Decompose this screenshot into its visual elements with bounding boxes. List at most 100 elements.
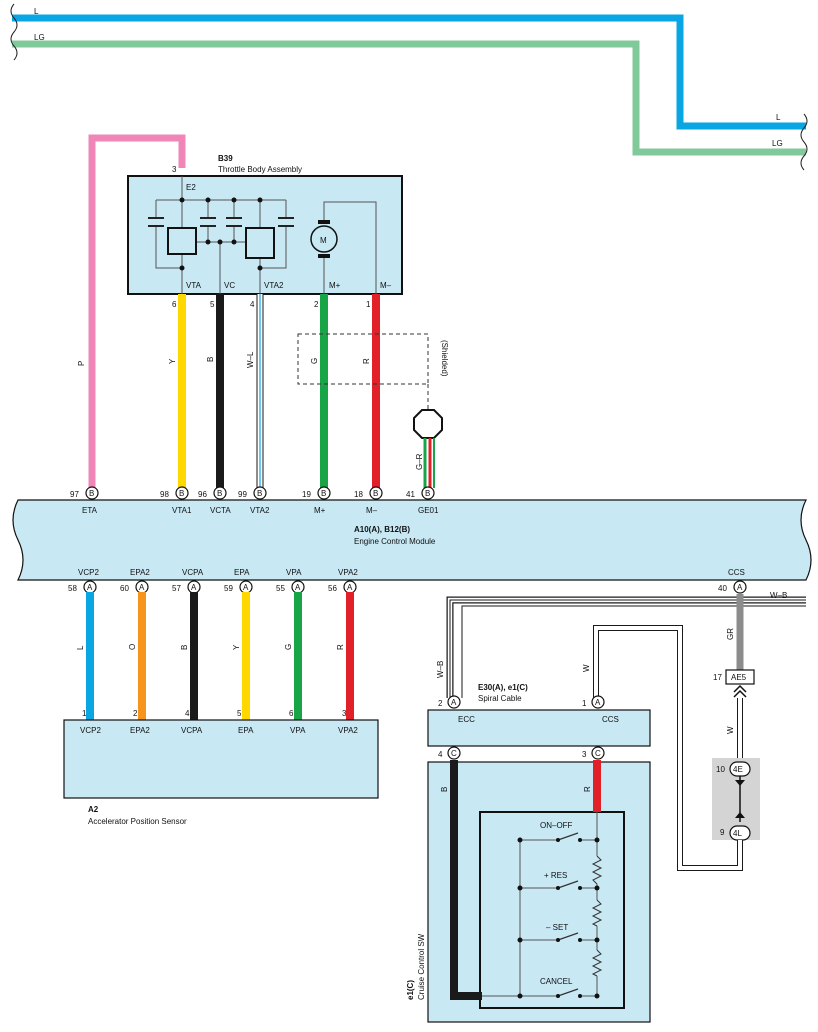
ecm-pin-19-circle xyxy=(317,486,331,500)
throttle-sensor-1 xyxy=(167,227,197,255)
spiral-pin-4-circle xyxy=(447,746,461,760)
pin-vta-number: 6 xyxy=(172,300,177,309)
ecm-pin-56-conn: A xyxy=(347,583,353,592)
shielded-label: (Shielded) xyxy=(440,340,449,377)
spiral-pin-3-conn: C xyxy=(595,749,601,758)
wire-label-wl-vta2: W–L xyxy=(246,351,255,368)
motor-symbol: M xyxy=(310,220,338,258)
spiral-pin-4-conn: C xyxy=(451,749,457,758)
ecm-pin-97-circle xyxy=(85,486,99,500)
ecm-pin-18-number: 18 xyxy=(354,490,363,499)
terminal-vta2: VTA2 xyxy=(264,281,284,290)
accel-pin-epa2-number: 2 xyxy=(133,709,138,718)
wire-p xyxy=(88,134,186,490)
ecm-pin-98-conn: B xyxy=(179,489,184,498)
spiral-pin-3: 3 xyxy=(582,750,587,759)
wire-label-wb-left: W–B xyxy=(436,661,445,678)
spiral-pin-2: 2 xyxy=(438,699,443,708)
ecm-pin-19-number: 19 xyxy=(302,490,311,499)
ecm-pin-41-conn: B xyxy=(425,489,430,498)
junction-dots xyxy=(179,197,263,271)
terminal-e2: E2 xyxy=(186,183,196,192)
ecm-top-pins: B97ETAB98VTA1B96VCTAB99VTA2B19M+B18M–B41… xyxy=(70,486,439,515)
wire-label-w-lower: W xyxy=(726,726,735,734)
ground-splice-octagon xyxy=(413,409,443,439)
ecm-pin-99-circle xyxy=(253,486,267,500)
ecm-pin-98-circle xyxy=(175,486,189,500)
ecm-pin-18-conn: B xyxy=(373,489,378,498)
switch-label-set: – SET xyxy=(546,923,568,932)
ecm-pin-40-number: 40 xyxy=(718,584,727,593)
ecm-pin-99-conn: B xyxy=(257,489,262,498)
accel-sensor-code: A2 xyxy=(88,805,99,814)
junction-4l-label: 4L xyxy=(733,829,742,838)
ecm-pin-60-number: 60 xyxy=(120,584,129,593)
ae5-chevron xyxy=(733,684,747,698)
ecm-pin-41-circle xyxy=(421,486,435,500)
switch-label-cancel: CANCEL xyxy=(540,977,573,986)
ecm-terminal-m: M+ xyxy=(314,506,326,515)
ecm-terminal-epa: EPA xyxy=(234,568,250,577)
wire-label-r-cruise: R xyxy=(583,786,592,792)
throttle-body-box xyxy=(127,175,403,295)
ecm-terminal-ccs: CCS xyxy=(728,568,745,577)
wire-label-r-vpa2: R xyxy=(336,644,345,650)
svg-text:M: M xyxy=(320,236,327,245)
ecm-pin-98-number: 98 xyxy=(160,490,169,499)
accel-term-epa: EPA xyxy=(238,726,254,735)
ecm-terminal-epa2: EPA2 xyxy=(130,568,150,577)
wire-label-lg-right: LG xyxy=(772,139,783,148)
throttle-body-name: Throttle Body Assembly xyxy=(218,165,302,174)
wire-label-l-right: L xyxy=(776,113,781,122)
accel-pin-vcpa-number: 4 xyxy=(185,709,190,718)
wire-label-y-epa: Y xyxy=(232,644,241,650)
ecm-pin-57-number: 57 xyxy=(172,584,181,593)
ecm-pin-99-number: 99 xyxy=(238,490,247,499)
accel-term-epa2: EPA2 xyxy=(130,726,150,735)
spiral-cable-box xyxy=(427,709,651,747)
spiral-term-ecc: ECC xyxy=(458,715,475,724)
wire-label-b-vc: B xyxy=(206,357,215,362)
capacitor-symbols xyxy=(148,217,294,227)
resistor-symbols xyxy=(591,855,603,977)
cruise-junction-dots xyxy=(517,837,600,999)
accel-pin-vcp2-number: 1 xyxy=(82,709,87,718)
pin-vc-number: 5 xyxy=(210,300,215,309)
shield-box xyxy=(297,333,429,385)
throttle-internal-circuit xyxy=(155,176,377,294)
ecm-code: A10(A), B12(B) xyxy=(354,525,410,534)
spiral-pin-1: 1 xyxy=(582,699,587,708)
spiral-term-ccs: CCS xyxy=(602,715,619,724)
wire-label-gr: GR xyxy=(726,628,735,640)
accel-pin-vpa-number: 6 xyxy=(289,709,294,718)
spiral-cable-name: Spiral Cable xyxy=(478,694,522,703)
accel-sensor-box xyxy=(63,719,379,799)
accelerator-position-sensor: L O B Y G R 1 2 4 5 6 3 VCP2 EPA2 VCPA E… xyxy=(63,592,379,826)
ccs-wiring: W–B W–B GR 17 AE5 W 10 4E 9 4L W E30(A),… xyxy=(427,591,806,871)
ecm-terminal-vpa2: VPA2 xyxy=(338,568,358,577)
ecm-name: Engine Control Module xyxy=(354,537,436,546)
accel-term-vcp2: VCP2 xyxy=(80,726,101,735)
ecm-pin-40-conn: A xyxy=(737,583,743,592)
pin-mminus-number: 1 xyxy=(366,300,371,309)
ecm-pin-60-conn: A xyxy=(139,583,145,592)
ecm-pin-96-circle xyxy=(213,486,227,500)
ecm-terminal-ge01: GE01 xyxy=(418,506,439,515)
ecm-pin-40-circle xyxy=(733,580,747,594)
ecm-pin-97-conn: B xyxy=(89,489,94,498)
terminal-mminus: M– xyxy=(380,281,392,290)
wire-label-lg-left: LG xyxy=(34,33,45,42)
ecm-pin-55-number: 55 xyxy=(276,584,285,593)
ae5-label: AE5 xyxy=(731,673,747,682)
wire-label-l-left: L xyxy=(34,7,39,16)
throttle-sensor-2 xyxy=(245,227,275,259)
ecm-terminal-vcta: VCTA xyxy=(210,506,231,515)
ecm-terminal-vta2: VTA2 xyxy=(250,506,270,515)
ecm-pin-59-conn: A xyxy=(243,583,249,592)
spiral-pin-2-conn: A xyxy=(451,698,457,707)
ecm-pin-56-number: 56 xyxy=(328,584,337,593)
wire-label-p: P xyxy=(77,361,86,366)
wire-b-cruise xyxy=(450,760,482,1000)
ecm-pin-41-number: 41 xyxy=(406,490,415,499)
accel-sensor-name: Accelerator Position Sensor xyxy=(88,817,187,826)
